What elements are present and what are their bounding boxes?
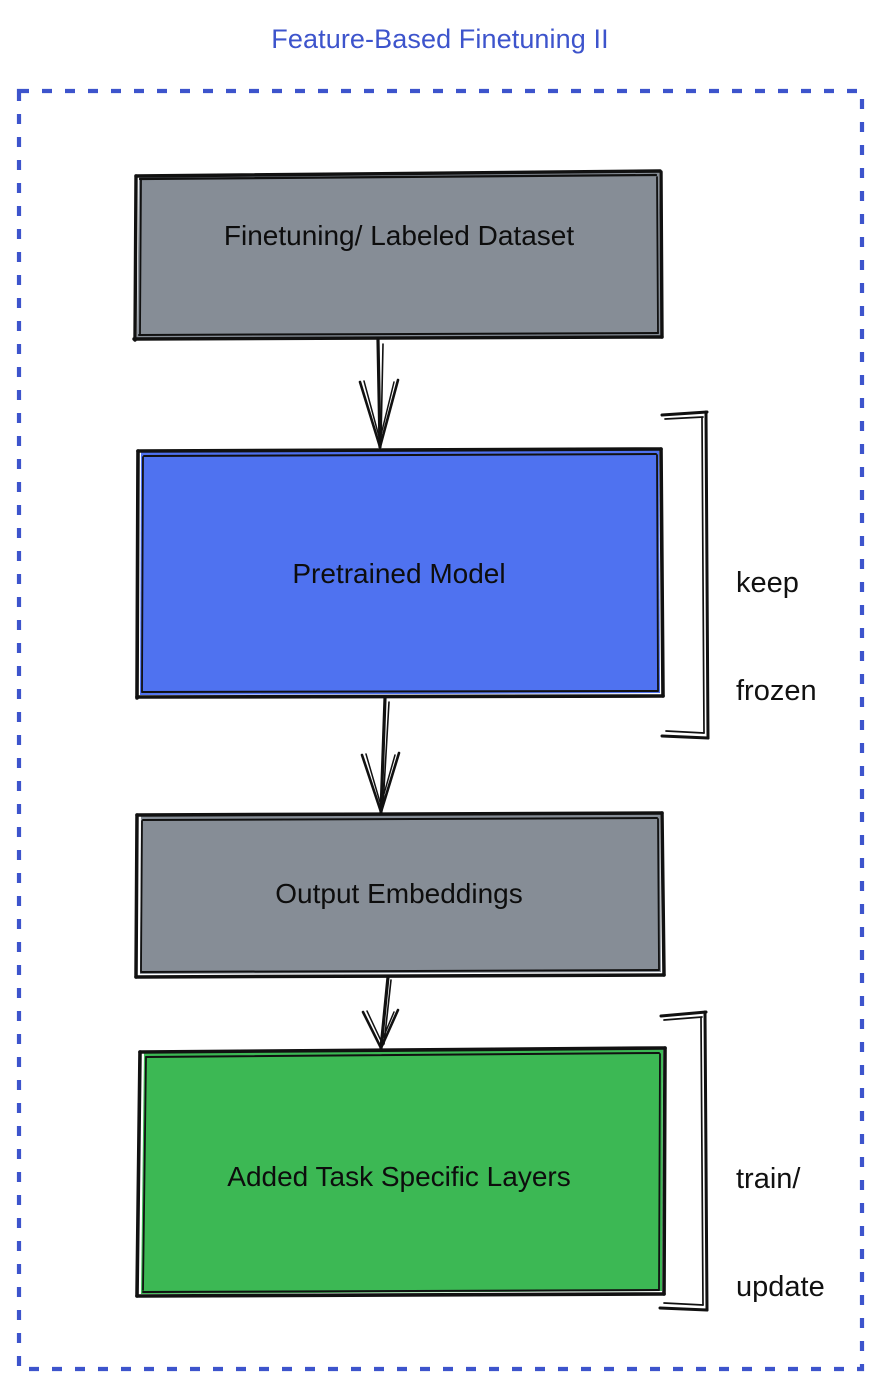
arrow-embeddings-to-tasklayers [361,975,400,1050]
node-pretrained-label: Pretrained Model [292,558,506,589]
annotation-train-update-line1: train/ [736,1162,801,1195]
annotation-keep-frozen: keep frozen [736,492,817,746]
annotation-keep-frozen-line2: frozen [736,675,817,708]
annotation-train-update: train/ update [736,1088,825,1342]
arrow-pretrained-to-embeddings [360,696,401,814]
node-embeddings-label: Output Embeddings [275,878,523,909]
bracket-keep-frozen [660,410,710,740]
node-dataset[interactable]: Finetuning/ Labeled Dataset [138,174,660,337]
node-tasklayers-shape [135,1046,667,1298]
page-title: Feature-Based Finetuning II [271,24,609,54]
annotation-keep-frozen-line1: keep [736,566,799,599]
node-pretrained-shape [135,447,665,700]
node-pretrained[interactable]: Pretrained Model [138,450,660,695]
dashed-frame [16,88,865,1372]
node-tasklayers[interactable]: Added Task Specific Layers [138,1050,660,1295]
annotation-train-update-line2: update [736,1271,825,1304]
arrow-dataset-to-pretrained [358,338,400,449]
bracket-train-update [658,1010,709,1312]
node-tasklayers-label: Added Task Specific Layers [227,1161,571,1192]
node-embeddings[interactable]: Output Embeddings [138,815,660,975]
node-dataset-label: Finetuning/ Labeled Dataset [223,220,575,251]
node-embeddings-shape [134,811,666,979]
node-dataset-shape [132,169,664,342]
